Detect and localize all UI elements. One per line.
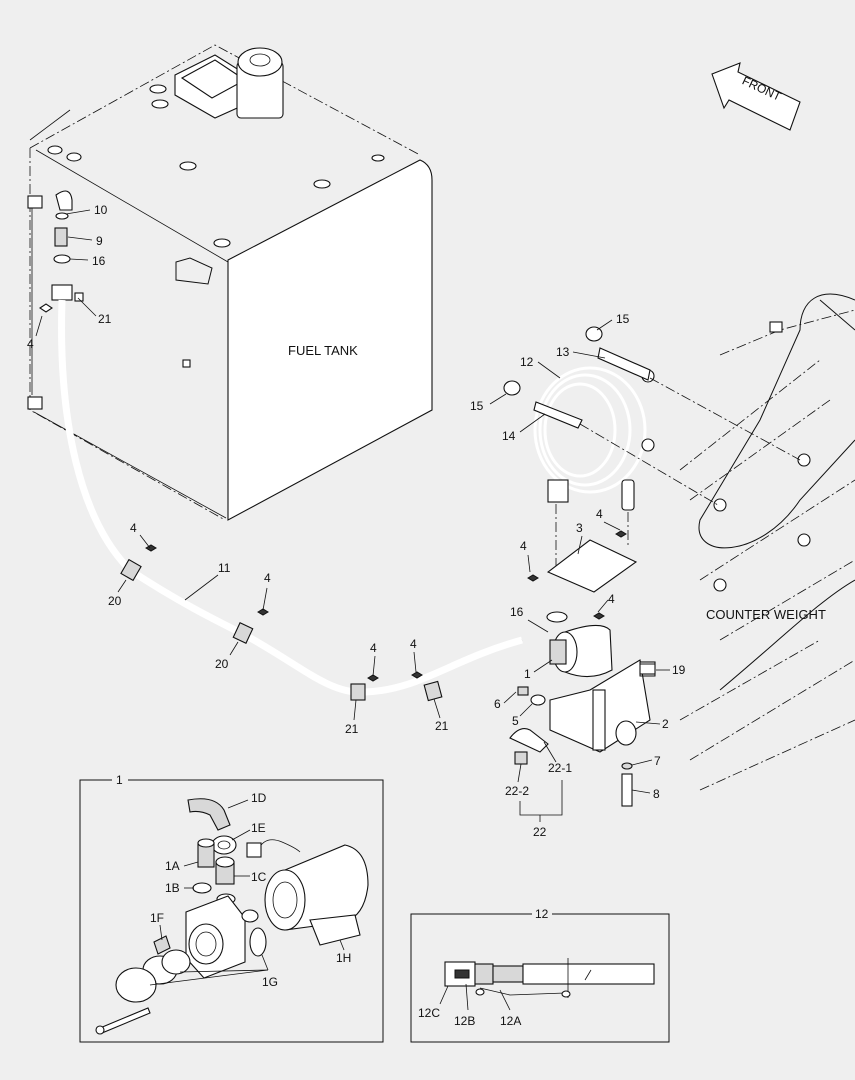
callout-1E: 1E bbox=[251, 821, 266, 835]
callout-7: 7 bbox=[654, 754, 661, 768]
callout-1: 1 bbox=[524, 667, 531, 681]
fuel-tank bbox=[27, 44, 433, 521]
callout-group-left: 10 9 16 21 4 bbox=[27, 203, 112, 351]
front-arrow-icon bbox=[711, 62, 801, 131]
callout-21-b: 21 bbox=[345, 722, 359, 736]
pump-assembly bbox=[509, 530, 656, 807]
callout-16-a: 16 bbox=[92, 254, 106, 268]
callout-20-a: 20 bbox=[108, 594, 122, 608]
callout-12A: 12A bbox=[500, 1014, 521, 1028]
callout-11: 11 bbox=[218, 561, 231, 575]
callout-22: 22 bbox=[533, 825, 547, 839]
callout-1G: 1G bbox=[262, 975, 278, 989]
callout-5: 5 bbox=[512, 714, 519, 728]
callout-12C: 12C bbox=[418, 1006, 440, 1020]
callout-1F: 1F bbox=[150, 911, 164, 925]
callout-group-inset-hose: 12C 12B 12A bbox=[418, 983, 521, 1028]
callout-group-inset-pump: 1D 1E 1A 1C 1B 1F 1G 1H bbox=[149, 791, 351, 989]
callout-19: 19 bbox=[672, 663, 686, 677]
fuel-tank-label: FUEL TANK bbox=[288, 343, 358, 358]
callout-15-b: 15 bbox=[470, 399, 484, 413]
callout-4-d: 4 bbox=[370, 641, 377, 655]
inset-pump-detail: 1 bbox=[79, 773, 384, 1043]
callout-3: 3 bbox=[576, 521, 583, 535]
hose-clamps bbox=[120, 544, 443, 702]
callout-9: 9 bbox=[96, 234, 103, 248]
inset-hose-title: 12 bbox=[535, 907, 549, 921]
callout-4-c: 4 bbox=[264, 571, 271, 585]
callout-4-a: 4 bbox=[27, 337, 34, 351]
callout-group-hose: 4 20 11 4 20 4 4 21 21 bbox=[108, 521, 449, 736]
callout-20-b: 20 bbox=[215, 657, 229, 671]
callout-6: 6 bbox=[494, 697, 501, 711]
callout-10: 10 bbox=[94, 203, 108, 217]
coiled-hose-12 bbox=[503, 326, 655, 511]
callout-21-a: 21 bbox=[98, 312, 112, 326]
callout-15-a: 15 bbox=[616, 312, 630, 326]
callout-4-e: 4 bbox=[410, 637, 417, 651]
callout-1C: 1C bbox=[251, 870, 267, 884]
inset-hose-detail: 12 bbox=[410, 907, 670, 1043]
callout-14: 14 bbox=[502, 429, 516, 443]
callout-1B: 1B bbox=[165, 881, 180, 895]
inset-pump-title: 1 bbox=[116, 773, 123, 787]
callout-group-pump: 3 4 4 16 4 1 19 6 5 2 7 8 22-1 22-2 22 bbox=[494, 507, 686, 839]
counter-weight-label: COUNTER WEIGHT bbox=[706, 607, 826, 622]
callout-22-1: 22-1 bbox=[548, 761, 572, 775]
callout-22-2: 22-2 bbox=[505, 784, 529, 798]
callout-8: 8 bbox=[653, 787, 660, 801]
callout-1A: 1A bbox=[165, 859, 180, 873]
callout-4-f: 4 bbox=[596, 507, 603, 521]
callout-4-h: 4 bbox=[608, 592, 615, 606]
callout-2: 2 bbox=[662, 717, 669, 731]
callout-12: 12 bbox=[520, 355, 534, 369]
callout-group-coil: 15 13 12 15 14 bbox=[470, 312, 801, 570]
callout-4-g: 4 bbox=[520, 539, 527, 553]
callout-1H: 1H bbox=[336, 951, 351, 965]
callout-16-b: 16 bbox=[510, 605, 524, 619]
callout-13: 13 bbox=[556, 345, 570, 359]
fitting-stack bbox=[39, 190, 84, 313]
callout-21-c: 21 bbox=[435, 719, 449, 733]
callout-12B: 12B bbox=[454, 1014, 475, 1028]
callout-4-b: 4 bbox=[130, 521, 137, 535]
counter-weight bbox=[679, 293, 855, 791]
callout-1D: 1D bbox=[251, 791, 267, 805]
